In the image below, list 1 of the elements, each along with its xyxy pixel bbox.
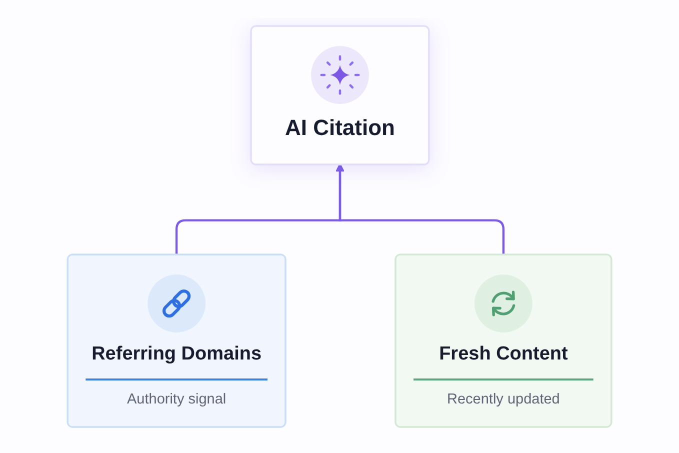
arrow: [336, 163, 505, 255]
